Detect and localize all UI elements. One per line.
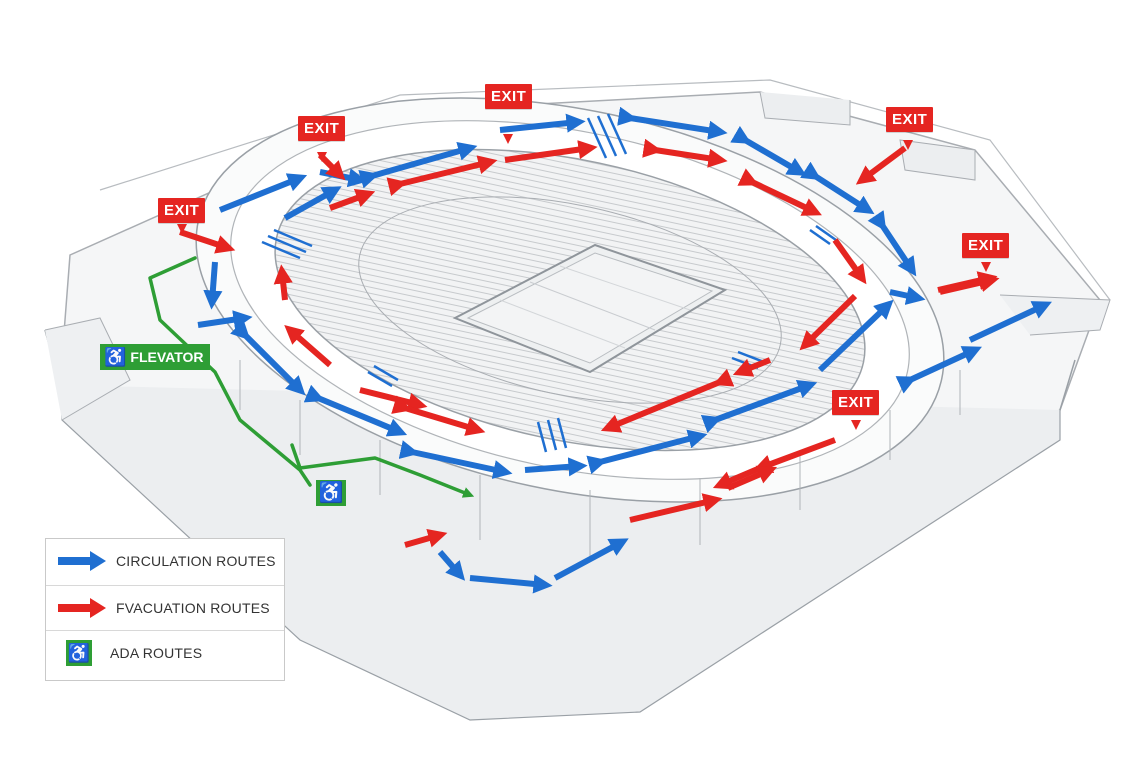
exit-sign: EXIT (832, 390, 880, 415)
evacuation-arrow (404, 528, 448, 548)
playing-field (452, 243, 728, 374)
evacuation-arrow (799, 293, 858, 351)
evacuation-arrow (386, 155, 498, 197)
exit-marker (903, 140, 913, 150)
evacuation-arrow (737, 168, 822, 216)
evacuation-arrow (328, 188, 376, 211)
circulation-arrow (218, 173, 308, 213)
evacuation-arrow (504, 140, 598, 163)
circulation-arrow (968, 301, 1052, 343)
blue-arrow-icon (58, 551, 106, 571)
exit-sign: EXIT (298, 116, 346, 141)
evacuation-arrow (600, 368, 735, 433)
circulation-arrow (398, 440, 513, 479)
evacuation-arrow (273, 264, 293, 301)
evacuation-arrow (179, 229, 236, 254)
circulation-arrow (469, 574, 553, 594)
red-arrow-icon (58, 598, 106, 618)
legend: CIRCULATION ROUTES FVACUATION ROUTES ♿ A… (45, 538, 285, 681)
exit-sign: EXIT (158, 198, 206, 223)
evacuation-arrow (391, 395, 486, 436)
circulation-arrow (800, 161, 875, 215)
wheelchair-icon: ♿ (316, 480, 346, 506)
circulation-arrow (499, 113, 586, 133)
circulation-arrow (889, 286, 926, 305)
exit-marker (981, 262, 991, 272)
wheelchair-icon: ♿ (66, 640, 92, 666)
exit-sign: EXIT (886, 107, 934, 132)
evacuation-arrow (726, 465, 778, 491)
evacuation-arrow (642, 138, 728, 168)
exit-marker (851, 420, 861, 430)
legend-item-evacuation: FVACUATION ROUTES (46, 585, 284, 630)
route-arrows (177, 106, 1052, 594)
evacuation-arrow (712, 465, 762, 490)
evacuation-arrow (855, 145, 907, 185)
legend-label: ADA ROUTES (110, 645, 203, 661)
ada-route-lower (290, 443, 475, 498)
circulation-arrow (817, 299, 894, 373)
exit-marker (317, 152, 327, 162)
circulation-arrow (197, 310, 253, 330)
evacuation-arrow (284, 324, 332, 368)
ada-route-main (148, 256, 312, 487)
exit-sign: EXIT (485, 84, 533, 109)
circulation-arrow (730, 125, 807, 176)
circulation-arrow (553, 538, 629, 581)
evacuation-arrow (752, 437, 837, 473)
legend-label: CIRCULATION ROUTES (116, 553, 276, 569)
elevator-sign: ♿ FLEVATOR (100, 344, 210, 370)
circulation-arrow (283, 186, 342, 221)
circulation-arrow (867, 210, 917, 277)
exit-marker (503, 134, 513, 144)
wheelchair-icon: ♿ (104, 347, 127, 367)
evacuation-arrow (832, 238, 867, 285)
circulation-arrow (437, 550, 466, 581)
legend-label: FVACUATION ROUTES (116, 600, 270, 616)
circulation-arrow (303, 384, 408, 437)
exit-sign: EXIT (962, 233, 1010, 258)
circulation-arrow (524, 457, 588, 477)
ada-routes (148, 256, 475, 498)
circulation-arrow (895, 346, 982, 394)
elevator-label: FLEVATOR (130, 349, 204, 365)
evacuation-arrow (732, 357, 772, 377)
legend-item-ada: ♿ ADA ROUTES (46, 630, 284, 675)
circulation-arrow (617, 106, 728, 140)
evacuation-arrow (939, 273, 1000, 295)
circulation-arrow (230, 320, 306, 396)
exit-marker (177, 224, 187, 234)
legend-item-circulation: CIRCULATION ROUTES (46, 539, 284, 583)
evacuation-arrow (629, 493, 723, 523)
circulation-arrow (203, 261, 223, 310)
circulation-arrow (586, 429, 708, 475)
